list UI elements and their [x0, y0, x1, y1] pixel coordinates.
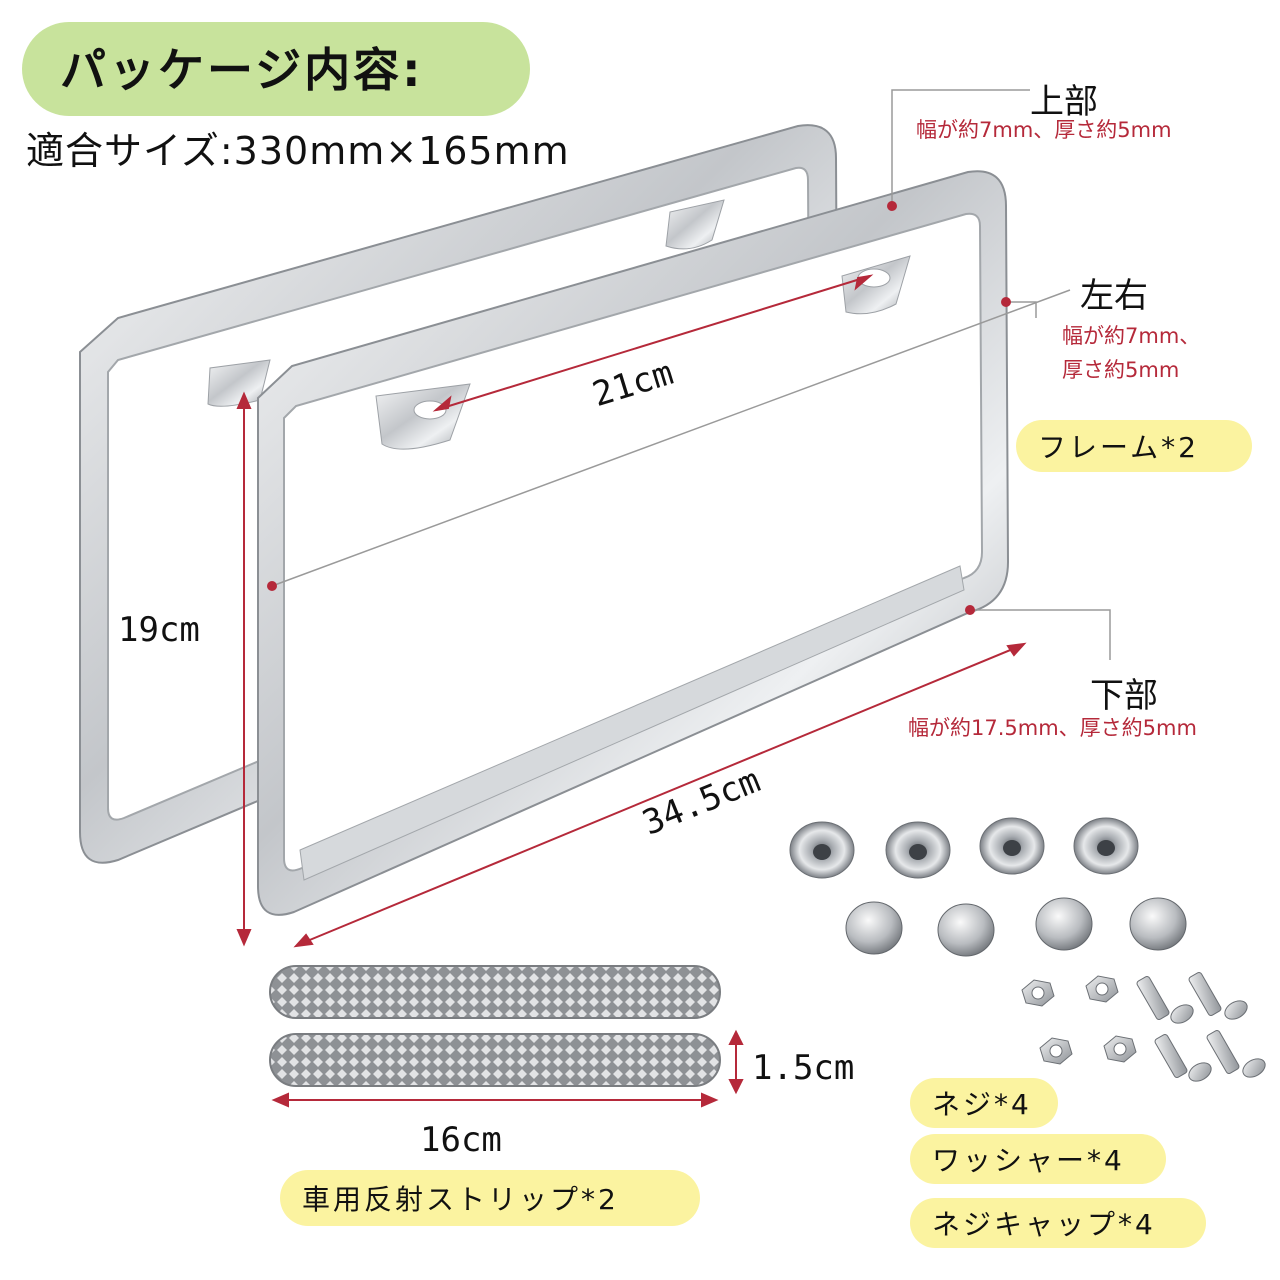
dimension-strip-length: 16cm — [420, 1120, 502, 1160]
item-frame-badge: フレーム*2 — [1016, 420, 1252, 472]
callout-top-detail: 幅が約7mm、厚さ約5mm — [916, 118, 1172, 142]
item-reflective-strip-label: 車用反射ストリップ*2 — [302, 1183, 619, 1216]
screw-caps — [845, 897, 1187, 957]
item-reflective-strip-badge: 車用反射ストリップ*2 — [280, 1170, 700, 1226]
item-frame-label: フレーム*2 — [1038, 431, 1199, 464]
washers — [789, 817, 1139, 879]
callout-top-label: 上部 — [1030, 82, 1098, 122]
screws — [1136, 972, 1266, 1082]
item-washer-badge: ワッシャー*4 — [910, 1134, 1166, 1184]
callout-sides-detail-1: 幅が約7mm、 — [1062, 324, 1201, 348]
callout-bottom-detail: 幅が約17.5mm、厚さ約5mm — [908, 716, 1197, 740]
item-screw-badge: ネジ*4 — [910, 1078, 1058, 1128]
reflective-strips — [269, 965, 721, 1087]
item-washer-label: ワッシャー*4 — [932, 1144, 1125, 1177]
page-title: パッケージ内容: — [60, 43, 424, 97]
dimension-height: 19cm — [118, 610, 200, 650]
dimension-strip-height: 1.5cm — [752, 1048, 855, 1088]
item-screw-cap-label: ネジキャップ*4 — [932, 1208, 1156, 1241]
callout-sides-detail-2: 厚さ約5mm — [1062, 358, 1180, 382]
callout-bottom-label: 下部 — [1090, 676, 1158, 716]
callout-sides-label: 左右 — [1080, 276, 1148, 316]
fit-size-text: 適合サイズ:330mm×165mm — [26, 129, 570, 173]
dimension-lines — [236, 274, 1027, 1108]
item-screw-label: ネジ*4 — [932, 1088, 1032, 1121]
nuts — [1021, 975, 1137, 1065]
item-screw-cap-badge: ネジキャップ*4 — [910, 1198, 1206, 1248]
title-pill — [22, 22, 530, 116]
callout-dots — [267, 201, 1011, 615]
callout-leaders — [271, 89, 1111, 660]
